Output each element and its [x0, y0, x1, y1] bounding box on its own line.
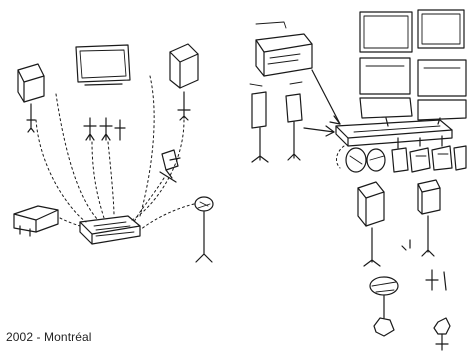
right-left-monitor	[256, 34, 312, 76]
server-stack	[360, 58, 466, 120]
right-small-device	[195, 197, 213, 262]
small-markers	[402, 240, 446, 290]
left-table	[14, 206, 58, 236]
lower-right-box	[418, 180, 440, 256]
left-connections	[36, 76, 194, 230]
left-monitor	[76, 45, 130, 85]
right-sketch	[250, 10, 466, 350]
left-sketch	[14, 44, 213, 262]
left-monitor-stands	[84, 118, 125, 140]
lower-left-box	[358, 182, 384, 266]
camera-device	[160, 150, 180, 182]
bottom-right-figure	[434, 318, 450, 350]
left-speaker	[18, 64, 44, 132]
monitor-pair	[360, 10, 464, 52]
bottom-left-device	[370, 277, 398, 336]
caption: 2002 - Montréal	[6, 330, 92, 344]
right-left-towers	[250, 82, 302, 162]
central-hub	[336, 120, 452, 146]
hub-arrows	[304, 70, 440, 136]
header-scribble	[256, 22, 286, 28]
center-switch	[80, 216, 140, 244]
right-speaker	[170, 44, 198, 120]
